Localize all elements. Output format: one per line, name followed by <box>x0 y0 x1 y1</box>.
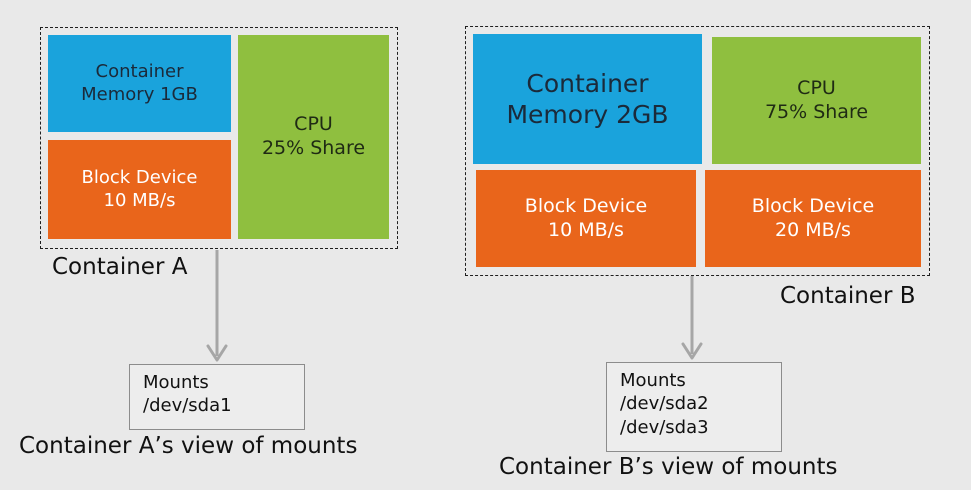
container-a-boundary <box>40 27 398 249</box>
container-a-mounts-title: Mounts <box>143 372 209 393</box>
container-a-memory-line1: Container <box>95 61 184 82</box>
container-b-block-device-1-line1: Block Device <box>524 194 648 217</box>
container-a-view-caption: Container A’s view of mounts <box>19 433 358 459</box>
container-a-cpu-line2: 25% Share <box>261 137 366 159</box>
container-a-cpu-line1: CPU <box>294 113 333 136</box>
container-a-cpu-block: CPU 25% Share <box>238 35 389 239</box>
container-b-view-caption: Container B’s view of mounts <box>499 454 838 480</box>
container-b-mount-item: /dev/sda2 <box>620 393 709 415</box>
container-b-label: Container B <box>780 283 916 309</box>
container-a-mount-item: /dev/sda1 <box>143 395 232 417</box>
container-a-arrow-head <box>206 344 228 362</box>
container-b-block-device-1-line2: 10 MB/s <box>548 218 624 241</box>
container-b-cpu-line1: CPU <box>797 76 836 99</box>
container-b-mounts-title: Mounts <box>620 370 686 391</box>
container-a-block-device-line2: 10 MB/s <box>103 189 176 211</box>
container-b-block-device-1: Block Device 10 MB/s <box>476 170 696 267</box>
container-a-block-device-line1: Block Device <box>81 167 198 188</box>
container-b-arrow-head <box>681 342 703 360</box>
container-b-cpu-line2: 75% Share <box>764 100 869 123</box>
container-b-block-device-2-line2: 20 MB/s <box>775 218 851 241</box>
container-b-boundary <box>465 26 930 276</box>
container-b-memory-block: Container Memory 2GB <box>473 34 702 164</box>
container-b-block-device-2-line1: Block Device <box>751 194 875 217</box>
container-b-cpu-block: CPU 75% Share <box>712 37 921 164</box>
container-b-memory-line2: Memory 2GB <box>506 100 669 129</box>
container-b-block-device-2: Block Device 20 MB/s <box>705 170 921 267</box>
container-a-memory-block: Container Memory 1GB <box>48 35 231 132</box>
container-b-mounts-box: Mounts /dev/sda2 /dev/sda3 <box>606 362 782 452</box>
container-b-memory-line1: Container <box>526 68 649 98</box>
container-a-block-device: Block Device 10 MB/s <box>48 140 231 239</box>
container-a-memory-line2: Memory 1GB <box>81 83 198 105</box>
container-a-mounts-box: Mounts /dev/sda1 <box>129 364 305 430</box>
container-b-mount-item: /dev/sda3 <box>620 416 709 438</box>
container-a-label: Container A <box>52 254 188 280</box>
